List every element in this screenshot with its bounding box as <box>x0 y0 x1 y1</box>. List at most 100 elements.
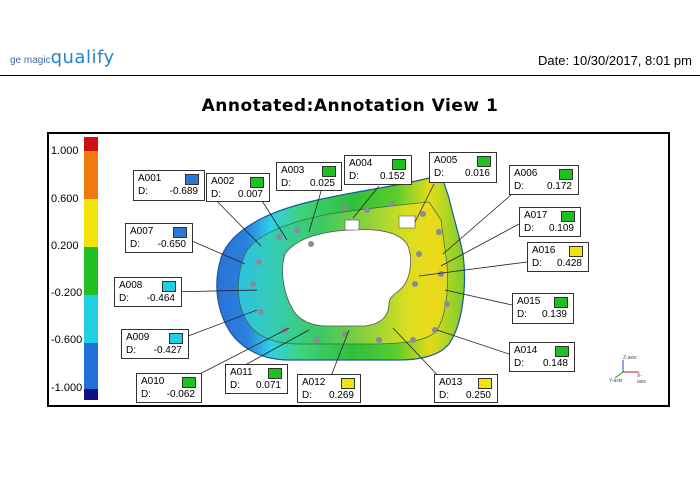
deviation-swatch <box>250 177 264 188</box>
annotation-id: A001 <box>138 173 162 184</box>
z-axis-label: Z-axis <box>623 355 637 361</box>
deviation-value: 0.025 <box>309 178 335 189</box>
annotation-id: A008 <box>119 280 143 291</box>
deviation-value: -0.689 <box>169 186 198 197</box>
annotation-id: A002 <box>211 176 235 187</box>
scale-segment-blue <box>84 343 98 389</box>
annotation-id: A003 <box>281 165 305 176</box>
scale-segment-orange <box>84 151 98 199</box>
deviation-value: 0.250 <box>465 390 491 401</box>
x-axis-label: X-axis <box>637 373 646 385</box>
deviation-label: D: <box>141 389 151 400</box>
annotation-a017[interactable]: A017 D: 0.109 <box>519 207 581 237</box>
deviation-label: D: <box>434 168 444 179</box>
deviation-swatch <box>162 281 176 292</box>
logo-main: qualify <box>50 47 115 68</box>
annotation-id: A007 <box>130 226 154 237</box>
annotation-a012[interactable]: A012 D:0.269 <box>297 374 361 403</box>
annotation-a007[interactable]: A007 D:-0.650 <box>125 223 193 253</box>
deviation-value: 0.139 <box>541 309 567 320</box>
deviation-swatch <box>561 211 575 222</box>
part-deviation-map <box>168 173 528 385</box>
deviation-value: -0.427 <box>153 345 182 356</box>
scale-segment-yellow <box>84 199 98 247</box>
deviation-swatch <box>477 156 491 167</box>
scale-segment-navy <box>84 389 98 400</box>
scale-label-0200: 0.200 <box>51 240 79 252</box>
deviation-value: 0.172 <box>546 181 572 192</box>
deviation-swatch <box>341 378 355 389</box>
deviation-label: D: <box>349 171 359 182</box>
deviation-swatch <box>182 377 196 388</box>
annotation-a008[interactable]: A008 D:-0.464 <box>114 277 182 307</box>
y-axis-label: Y-axis <box>609 378 623 384</box>
deviation-swatch <box>569 246 583 257</box>
deviation-label: D: <box>138 186 148 197</box>
annotation-a013[interactable]: A013 D: 0.250 <box>434 374 498 403</box>
view-title: Annotated:Annotation View 1 <box>201 96 499 116</box>
report-date: Date: 10/30/2017, 8:01 pm <box>538 53 692 68</box>
annotation-a016[interactable]: A016 D: 0.428 <box>527 242 589 272</box>
scale-segment-cyan <box>84 295 98 343</box>
deviation-swatch <box>554 297 568 308</box>
scale-segment-green <box>84 247 98 295</box>
scale-segment-red <box>84 137 98 151</box>
annotation-a004[interactable]: A004 D: 0.152 <box>344 155 412 185</box>
annotation-id: A014 <box>514 345 538 356</box>
annotation-id: A004 <box>349 158 373 169</box>
deviation-label: D: <box>524 223 534 234</box>
annotation-id: A017 <box>524 210 548 221</box>
annotation-view-frame: 1.000 0.600 0.200 -0.200 -0.600 -1.000 <box>47 132 670 407</box>
annotation-id: A011 <box>230 367 253 378</box>
deviation-swatch <box>555 346 569 357</box>
deviation-value: 0.007 <box>237 189 263 200</box>
annotation-id: A016 <box>532 245 556 256</box>
annotation-id: A013 <box>439 377 463 388</box>
deviation-swatch <box>173 227 187 238</box>
annotation-a003[interactable]: A003 D: 0.025 <box>276 162 342 191</box>
annotation-a014[interactable]: A014 D: 0.148 <box>509 342 575 372</box>
deviation-label: D: <box>517 309 527 320</box>
annotation-id: A015 <box>517 296 541 307</box>
annotation-a010[interactable]: A010 D:-0.062 <box>136 373 202 403</box>
annotation-id: A005 <box>434 155 458 166</box>
deviation-value: 0.428 <box>556 258 582 269</box>
deviation-label: D: <box>130 239 140 250</box>
annotation-a005[interactable]: A005 D: 0.016 <box>429 152 497 183</box>
annotation-a002[interactable]: A002 D:0.007 <box>206 173 270 202</box>
deviation-swatch <box>478 378 492 389</box>
scale-label-0600: 0.600 <box>51 193 79 205</box>
deviation-value: 0.109 <box>548 223 574 234</box>
deviation-label: D: <box>439 390 449 401</box>
deviation-value: 0.148 <box>542 358 568 369</box>
deviation-swatch <box>559 169 573 180</box>
deviation-label: D: <box>514 181 524 192</box>
logo-prefix: ge magic <box>10 55 51 66</box>
deviation-swatch <box>322 166 336 177</box>
deviation-value: -0.062 <box>166 389 195 400</box>
coordinate-triad: Z-axis X-axis Y-axis <box>609 354 649 385</box>
scale-label-neg1000: -1.000 <box>51 382 83 394</box>
scale-label-neg0600: -0.600 <box>51 334 83 346</box>
deviation-label: D: <box>230 380 240 391</box>
deviation-label: D: <box>126 345 136 356</box>
scale-label-neg0200: -0.200 <box>51 287 83 299</box>
deviation-swatch <box>392 159 406 170</box>
header-divider <box>0 75 700 76</box>
scale-label-1000: 1.000 <box>51 145 79 157</box>
annotation-a011[interactable]: A011 D:0.071 <box>225 364 288 394</box>
annotation-id: A012 <box>302 377 326 388</box>
report-header: ge magic qualify Date: 10/30/2017, 8:01 … <box>0 0 700 76</box>
deviation-label: D: <box>514 358 524 369</box>
annotation-a009[interactable]: A009 D:-0.427 <box>121 329 189 359</box>
deviation-swatch <box>185 174 199 185</box>
annotation-a006[interactable]: A006 D:0.172 <box>509 165 579 195</box>
deviation-label: D: <box>281 178 291 189</box>
deviation-label: D: <box>532 258 542 269</box>
annotation-a001[interactable]: A001 D: -0.689 <box>133 170 205 201</box>
deviation-value: 0.269 <box>328 390 354 401</box>
annotation-a015[interactable]: A015 D: 0.139 <box>512 293 574 324</box>
color-scale-bar <box>84 137 98 400</box>
deviation-value: 0.016 <box>464 168 490 179</box>
deviation-value: 0.152 <box>379 171 405 182</box>
